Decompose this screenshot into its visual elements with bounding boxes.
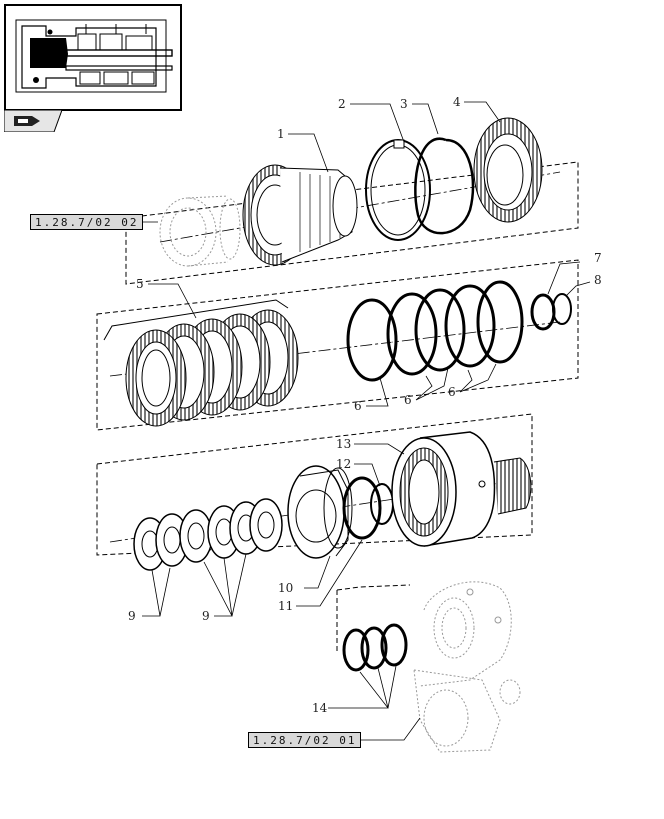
callout-1: 1 <box>277 127 285 141</box>
part-5-clutch-disc-pack[interactable] <box>103 299 299 427</box>
group-box-4 <box>336 584 411 652</box>
callout-3: 3 <box>400 97 408 111</box>
part-6-springs[interactable] <box>346 280 524 382</box>
part-9-washers[interactable] <box>133 498 283 571</box>
folder-arrow-icon <box>3 109 63 133</box>
group-box-1 <box>125 161 579 285</box>
part-10-piston[interactable] <box>287 465 353 559</box>
assembly-thumbnail[interactable] <box>4 4 182 111</box>
callout-6a: 6 <box>354 399 362 413</box>
callout-5: 5 <box>136 277 144 291</box>
part-3-circlip[interactable] <box>414 137 475 235</box>
callout-8: 8 <box>594 273 602 287</box>
callout-10: 10 <box>278 581 293 595</box>
reference-link-bottom[interactable]: 1.28.7/02 01 <box>248 732 362 748</box>
callout-6c: 6 <box>448 385 456 399</box>
part-1-clutch-drum[interactable] <box>242 164 358 266</box>
part-8-ring[interactable] <box>552 293 572 325</box>
callout-9a: 9 <box>128 609 136 623</box>
callout-6b: 6 <box>404 393 412 407</box>
thumbnail-drawing <box>15 19 173 93</box>
transmission-housing-ghost <box>413 581 521 753</box>
callout-7: 7 <box>594 251 602 265</box>
callout-13: 13 <box>336 437 351 451</box>
callout-9b: 9 <box>202 609 210 623</box>
group-box-3 <box>96 413 533 556</box>
part-4-gear[interactable] <box>473 117 543 223</box>
part-2-snap-ring[interactable] <box>365 139 431 241</box>
part-13-clutch-housing[interactable] <box>391 431 532 547</box>
callout-11: 11 <box>278 599 293 613</box>
callout-4: 4 <box>453 95 461 109</box>
callout-12: 12 <box>336 457 351 471</box>
navigation-tab[interactable] <box>3 109 63 133</box>
callout-2: 2 <box>338 97 346 111</box>
part-12-seal[interactable] <box>370 483 394 525</box>
reference-link-top[interactable]: 1.28.7/02 02 <box>30 214 144 230</box>
part-11-seal[interactable] <box>342 476 382 540</box>
group-box-2 <box>96 259 579 431</box>
callout-14: 14 <box>312 701 328 715</box>
splined-shaft-ghost <box>159 195 241 267</box>
leader-lines <box>118 101 591 741</box>
part-14-springs[interactable] <box>342 623 408 672</box>
